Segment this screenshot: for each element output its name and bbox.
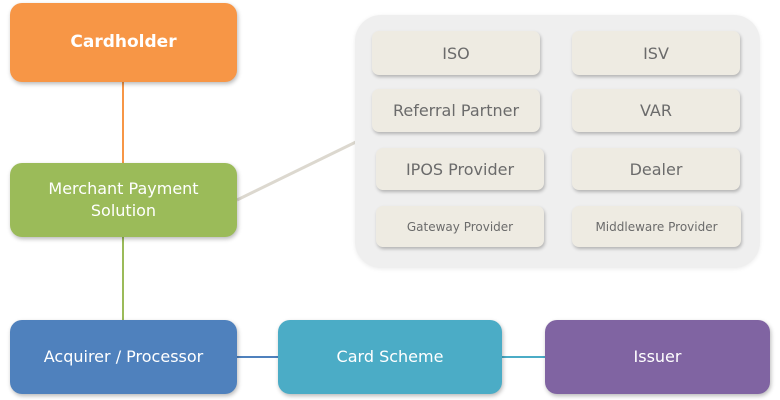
card-scheme-node: Card Scheme: [278, 320, 502, 394]
merchant-solution-types-group: ISO ISV Referral Partner VAR IPOS Provid…: [355, 15, 760, 268]
solution-type-label: ISV: [643, 43, 669, 63]
acquirer-processor-node: Acquirer / Processor: [10, 320, 237, 394]
cardholder-label: Cardholder: [70, 32, 177, 53]
issuer-node: Issuer: [545, 320, 770, 394]
acquirer-processor-label: Acquirer / Processor: [43, 347, 204, 367]
card-scheme-label: Card Scheme: [336, 347, 444, 367]
connector-merchant-group: [236, 138, 361, 202]
solution-type-iso: ISO: [372, 31, 540, 75]
solution-type-middleware-provider: Middleware Provider: [572, 206, 741, 247]
merchant-payment-solution-label: Merchant Payment Solution: [48, 178, 198, 221]
solution-type-label: Dealer: [629, 159, 683, 179]
solution-type-gateway-provider: Gateway Provider: [376, 206, 544, 247]
merchant-payment-solution-node: Merchant Payment Solution: [10, 163, 237, 237]
solution-type-label: Referral Partner: [392, 101, 520, 120]
solution-type-label: Middleware Provider: [595, 219, 718, 234]
cardholder-node: Cardholder: [10, 3, 237, 82]
merchant-label-line2: Solution: [90, 201, 157, 220]
solution-type-label: ISO: [442, 43, 470, 63]
solution-type-label: Gateway Provider: [406, 219, 514, 234]
solution-type-dealer: Dealer: [572, 148, 740, 190]
solution-type-referral-partner: Referral Partner: [372, 89, 540, 132]
solution-type-ipos-provider: IPOS Provider: [376, 148, 544, 190]
issuer-label: Issuer: [633, 347, 682, 367]
solution-type-isv: ISV: [572, 31, 740, 75]
solution-type-var: VAR: [572, 89, 740, 132]
merchant-label-line1: Merchant Payment: [48, 179, 199, 199]
solution-type-label: IPOS Provider: [405, 159, 515, 179]
solution-type-label: VAR: [640, 101, 672, 120]
